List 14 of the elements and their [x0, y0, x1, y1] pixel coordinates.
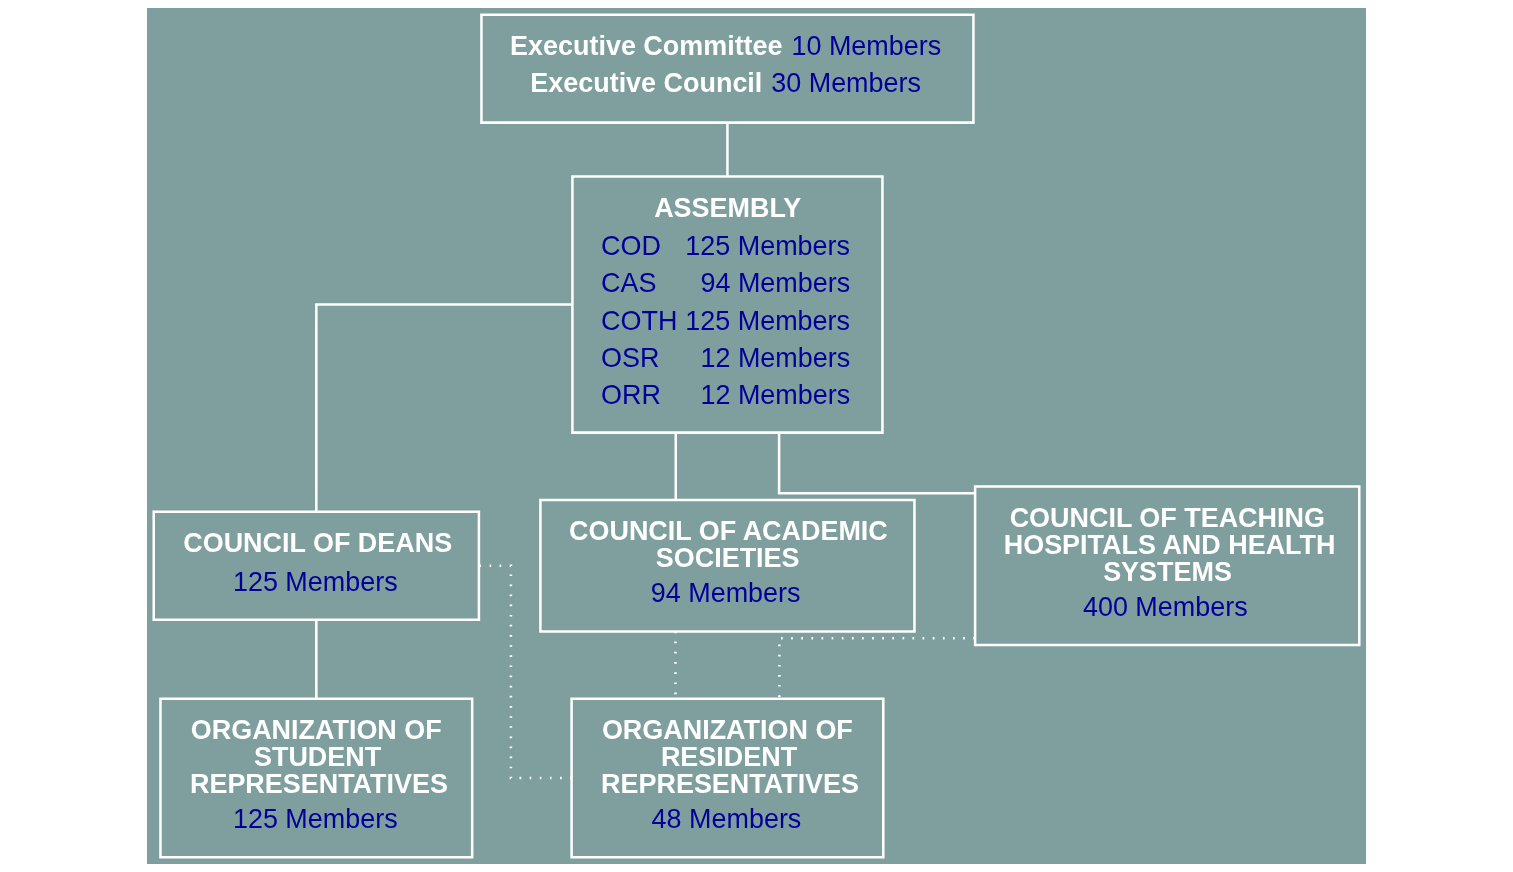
node-box: COUNCIL OF ACADEMIC SOCIETIES 94 Members — [539, 498, 916, 633]
connector — [778, 636, 975, 699]
connector — [674, 432, 678, 500]
connector — [726, 122, 729, 177]
node-box: ORGANIZATION OF STUDENT REPRESENTATIVES 125 Members — [159, 697, 474, 859]
node-box: ORGANIZATION OF RESIDENT REPRESENTATIVES 48 Members — [570, 697, 885, 859]
node-box: Executive Committee 10 Members Executive Council 30 Members — [480, 13, 975, 124]
node-box: COUNCIL OF DEANS 125 Members — [152, 510, 481, 621]
connector — [315, 619, 318, 699]
connector — [479, 564, 572, 780]
node-box: COUNCIL OF TEACHING HOSPITALS AND HEALTH SYSTEMS 400 Members — [973, 485, 1361, 647]
node-box: ASSEMBLY COD 125 Members CAS 94 Members COTH 125 Members OSR 12 Members ORR 12 Members — [571, 175, 884, 434]
connector — [777, 433, 975, 495]
connector — [315, 303, 572, 512]
